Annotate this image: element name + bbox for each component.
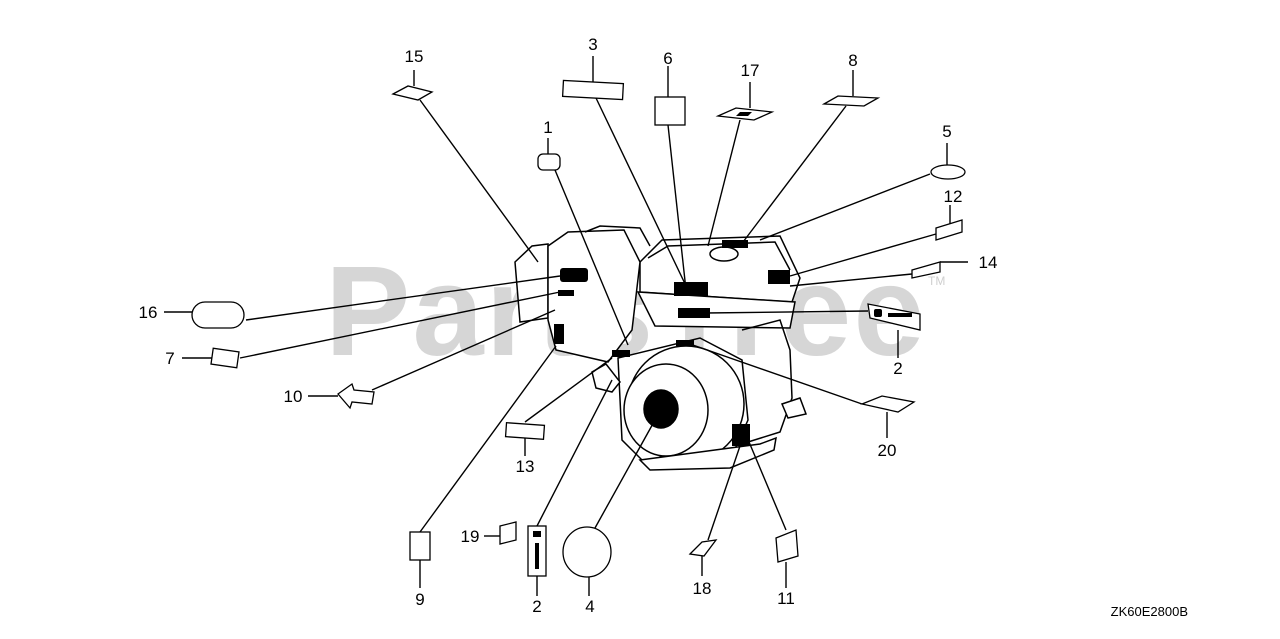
leader-20 xyxy=(689,343,863,405)
callout-17[interactable]: 17 xyxy=(741,61,760,80)
callout-12[interactable]: 12 xyxy=(944,187,963,206)
leader-7-b xyxy=(239,291,561,359)
engine-body xyxy=(514,225,808,471)
callout-2-right[interactable]: 2 xyxy=(893,359,902,378)
label-2-right-mark xyxy=(874,309,882,317)
callout-13[interactable]: 13 xyxy=(516,457,535,476)
label-19 xyxy=(499,521,517,545)
label-9 xyxy=(409,531,431,561)
leader-16-b xyxy=(245,275,561,321)
starter-grip xyxy=(643,389,679,429)
decal-lever xyxy=(612,350,630,357)
label-7 xyxy=(210,347,240,369)
leader-13 xyxy=(524,357,613,423)
label-11 xyxy=(775,529,799,563)
leader-15-b xyxy=(419,99,539,263)
callout-9[interactable]: 9 xyxy=(415,590,424,609)
decal-tank-front xyxy=(674,282,708,296)
label-10 xyxy=(337,382,375,410)
callout-1[interactable]: 1 xyxy=(543,118,552,137)
callout-18[interactable]: 18 xyxy=(693,579,712,598)
leader-2-right xyxy=(705,310,869,314)
air-cleaner-top xyxy=(584,225,651,247)
air-cleaner xyxy=(514,243,549,323)
output-shaft xyxy=(780,397,808,419)
decal-side xyxy=(554,324,564,344)
callout-numbers: 15 3 6 17 8 1 5 12 14 16 7 10 2 20 13 19… xyxy=(139,35,998,616)
label-14 xyxy=(911,261,941,279)
callout-11[interactable]: 11 xyxy=(777,589,795,608)
leader-6-b xyxy=(667,124,687,291)
label-20 xyxy=(859,395,916,413)
decal-starter-top xyxy=(676,340,694,346)
leader-4 xyxy=(594,419,656,529)
label-2-bottom-text xyxy=(535,543,539,569)
callout-8[interactable]: 8 xyxy=(848,51,857,70)
callout-7[interactable]: 7 xyxy=(165,349,174,368)
callout-5[interactable]: 5 xyxy=(942,122,951,141)
label-15 xyxy=(391,85,434,101)
crankcase xyxy=(741,319,793,443)
decal-crank xyxy=(732,424,750,446)
tank-base xyxy=(636,291,796,329)
callout-16[interactable]: 16 xyxy=(139,303,158,322)
callout-6[interactable]: 6 xyxy=(663,49,672,68)
leader-3-b xyxy=(595,97,689,291)
leader-12-b xyxy=(789,233,937,277)
label-6 xyxy=(654,96,686,126)
fuel-tank xyxy=(639,235,801,303)
label-8 xyxy=(821,95,881,107)
decal-small-air xyxy=(558,290,574,296)
label-3 xyxy=(561,79,625,101)
label-2-right-text xyxy=(888,313,912,317)
label-details xyxy=(533,112,912,569)
decal-tank-base xyxy=(678,308,710,318)
leader-5-b xyxy=(759,173,931,241)
label-4 xyxy=(562,526,612,578)
callout-4[interactable]: 4 xyxy=(585,597,594,616)
label-2-bottom-mark xyxy=(533,531,541,537)
label-5 xyxy=(930,164,966,180)
leader-9 xyxy=(419,345,557,533)
engine-decals xyxy=(554,240,790,446)
callout-19[interactable]: 19 xyxy=(461,527,480,546)
decal-tank-side xyxy=(768,270,790,284)
label-13 xyxy=(504,421,546,441)
label-1 xyxy=(537,153,561,171)
label-16 xyxy=(191,301,245,329)
leader-18 xyxy=(707,445,741,541)
callout-15[interactable]: 15 xyxy=(405,47,424,66)
decal-tank-top xyxy=(722,240,748,248)
leader-14-b xyxy=(789,273,913,287)
decal-air-cleaner xyxy=(560,268,588,282)
callout-10[interactable]: 10 xyxy=(284,387,303,406)
callout-2-bottom[interactable]: 2 xyxy=(532,597,541,616)
watermark-trademark: TM xyxy=(928,274,946,288)
leader-11 xyxy=(743,429,787,531)
diagram-code: ZK60E2800B xyxy=(1110,604,1188,619)
leader-lines xyxy=(164,56,968,596)
leader-1-b xyxy=(554,169,629,346)
leader-17-b xyxy=(707,119,741,247)
leader-10-b xyxy=(371,309,556,391)
leader-8-b xyxy=(739,105,847,247)
callout-20[interactable]: 20 xyxy=(878,441,897,460)
callout-14[interactable]: 14 xyxy=(979,253,998,272)
control-lever xyxy=(591,363,621,393)
leader-2-bottom xyxy=(536,379,613,527)
fuel-tank-top xyxy=(647,241,791,271)
label-18 xyxy=(688,539,718,557)
label-17-detail xyxy=(736,112,752,116)
label-12 xyxy=(935,219,963,241)
callout-3[interactable]: 3 xyxy=(588,35,597,54)
fuel-cap xyxy=(709,246,739,262)
engine-base xyxy=(638,436,777,471)
